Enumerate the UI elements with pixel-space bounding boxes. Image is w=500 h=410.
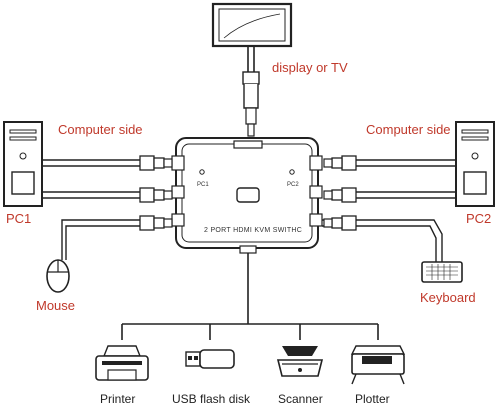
display-label: display or TV <box>272 60 348 75</box>
keyboard-label: Keyboard <box>420 290 476 305</box>
usb-tree-lines <box>121 253 379 340</box>
mouse-label: Mouse <box>36 298 75 313</box>
device-label-scanner: Scanner <box>278 392 323 406</box>
display-monitor-icon <box>211 2 293 48</box>
switch-name-label: 2 PORT HDMI KVM SWITHC <box>204 227 302 234</box>
usb-flash-disk-icon <box>185 349 235 369</box>
printer-icon <box>95 345 149 381</box>
pc2-label: PC2 <box>466 211 491 226</box>
mouse-cable <box>61 215 173 260</box>
keyboard-cable <box>322 215 443 262</box>
display-cable <box>242 46 260 137</box>
device-label-printer: Printer <box>100 392 135 406</box>
plotter-icon <box>350 345 406 385</box>
computer-side-right-label: Computer side <box>366 122 451 137</box>
device-label-usb-flash-disk: USB flash disk <box>172 392 251 406</box>
pc1-cables <box>42 155 173 203</box>
pc1-tower-icon <box>3 121 43 207</box>
device-label-plotter: Plotter <box>355 392 390 406</box>
keyboard-icon <box>421 261 463 283</box>
scanner-icon <box>276 346 324 377</box>
switch-pc2-label: PC2 <box>287 182 299 188</box>
mouse-icon <box>46 259 70 293</box>
switch-button[interactable] <box>236 187 260 203</box>
pc1-label: PC1 <box>6 211 31 226</box>
computer-side-left-label: Computer side <box>58 122 143 137</box>
pc2-cables <box>323 155 456 203</box>
switch-pc1-label: PC1 <box>197 182 209 188</box>
pc2-tower-icon <box>455 121 495 207</box>
